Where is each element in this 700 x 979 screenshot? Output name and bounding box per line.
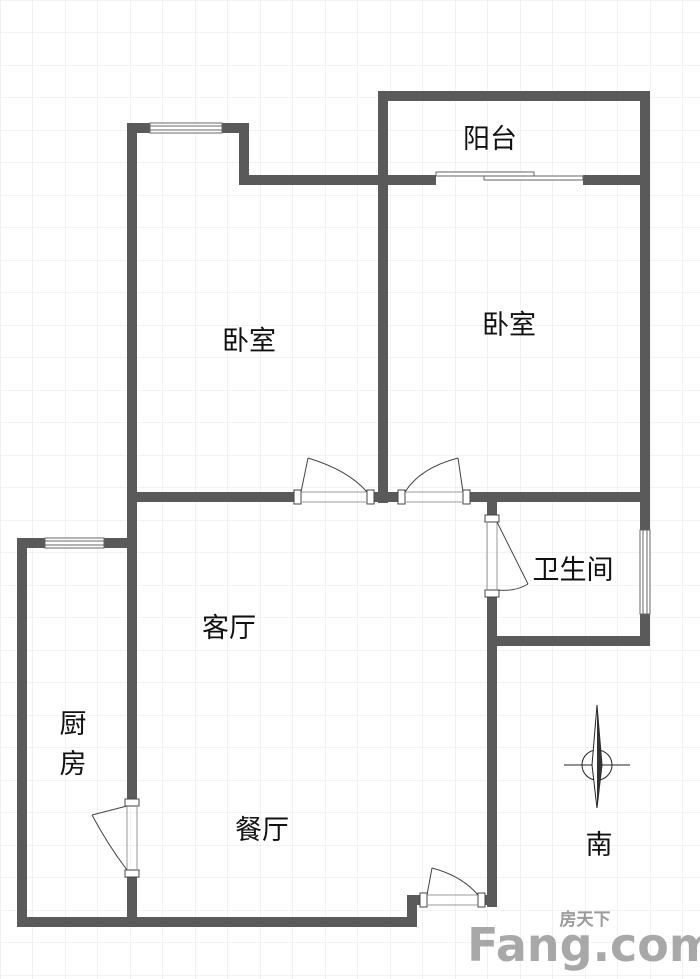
door-entrance [419, 867, 486, 908]
room-label-kitchen-2: 房 [60, 749, 87, 780]
room-label-kitchen-1: 厨 [60, 709, 87, 740]
door-bathroom [484, 514, 529, 598]
door-bedroom-right [397, 457, 471, 505]
compass-label: 南 [586, 830, 613, 861]
door-bedroom-left [293, 457, 375, 505]
room-label-bedroom-left: 卧室 [222, 326, 276, 357]
walls [17, 91, 650, 927]
room-label-balcony: 阳台 [463, 124, 517, 155]
compass: 南 [564, 704, 630, 861]
doors [91, 457, 529, 908]
room-label-dining-room: 餐厅 [235, 815, 289, 846]
sliding-door-balcony [435, 171, 584, 181]
watermark-cn: 房天下 [560, 909, 611, 930]
room-label-living-room: 客厅 [202, 613, 256, 644]
window-bedroom-left [149, 122, 223, 134]
room-label-bedroom-right: 卧室 [482, 310, 536, 341]
window-bathroom [639, 529, 651, 615]
watermark-en: Fang.com [467, 918, 700, 972]
watermark-logo: 房天下 Fang.com [467, 909, 700, 972]
window-kitchen [44, 537, 105, 549]
door-kitchen [91, 798, 140, 878]
room-label-bathroom: 卫生间 [533, 555, 614, 586]
windows [44, 122, 651, 615]
